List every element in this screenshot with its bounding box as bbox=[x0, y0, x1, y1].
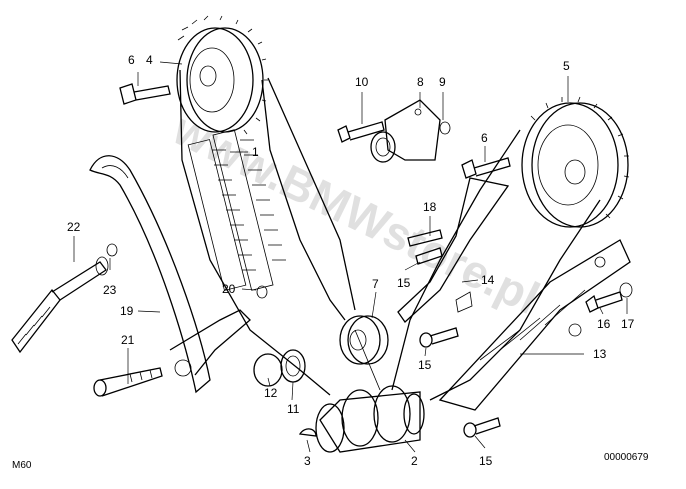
washer-20 bbox=[256, 285, 268, 299]
spacer-11 bbox=[280, 349, 306, 383]
bolt-10 bbox=[337, 121, 385, 143]
callout-label: 9 bbox=[439, 75, 446, 89]
callout-label: 15 bbox=[397, 276, 411, 290]
camshaft-sprocket-intake bbox=[176, 15, 268, 135]
image-number: 00000679 bbox=[604, 452, 649, 463]
bolt-16 bbox=[585, 291, 623, 313]
callout-label: 7 bbox=[372, 277, 379, 291]
bolt-6-right bbox=[461, 157, 511, 179]
callout-label: 19 bbox=[120, 304, 134, 318]
timing-chain-outline bbox=[179, 69, 601, 401]
callout-label: 3 bbox=[304, 454, 311, 468]
callout-label: 13 bbox=[593, 347, 607, 361]
bolt-21 bbox=[93, 367, 163, 397]
callout-label: 17 bbox=[621, 317, 635, 331]
washer-17 bbox=[619, 282, 633, 298]
woodruff-key-3 bbox=[298, 428, 317, 437]
callout-label: 20 bbox=[222, 282, 236, 296]
callout-label: 12 bbox=[264, 386, 278, 400]
washer-9 bbox=[439, 121, 451, 135]
callout-label: 18 bbox=[423, 200, 437, 214]
callout-label: 10 bbox=[355, 75, 369, 89]
camshaft-sprocket-exhaust bbox=[521, 96, 630, 228]
model-code: M60 bbox=[12, 460, 32, 471]
callout-label: 11 bbox=[287, 402, 300, 416]
callout-label: 21 bbox=[121, 333, 135, 347]
callout-label: 23 bbox=[103, 283, 117, 297]
callout-label: 1 bbox=[252, 145, 259, 159]
idler-sprocket-7 bbox=[339, 315, 389, 365]
o-ring-23 bbox=[106, 243, 118, 257]
guide-pin bbox=[11, 256, 109, 354]
guide-rail-14 bbox=[397, 177, 510, 323]
callout-label: 5 bbox=[563, 59, 570, 73]
callout-label: 2 bbox=[411, 454, 418, 468]
callout-label: 4 bbox=[146, 53, 153, 67]
leader-lines bbox=[73, 61, 628, 453]
callout-label: 15 bbox=[479, 454, 493, 468]
bolt-15-lower bbox=[463, 417, 501, 438]
callout-labels: 6 4 1 10 8 9 5 6 18 22 23 7 20 15 14 19 … bbox=[67, 53, 635, 468]
guide-rail-13 bbox=[438, 239, 631, 411]
tensioner-rail bbox=[89, 155, 251, 394]
callout-label: 6 bbox=[481, 131, 488, 145]
circlip-12 bbox=[253, 353, 283, 387]
callout-label: 14 bbox=[481, 273, 495, 287]
callout-label: 16 bbox=[597, 317, 611, 331]
stud-18 bbox=[407, 229, 443, 247]
callout-label: 8 bbox=[417, 75, 424, 89]
callout-label: 6 bbox=[128, 53, 135, 67]
bolt-6-left bbox=[119, 83, 171, 105]
bolt-15-upper bbox=[415, 247, 443, 265]
callout-label: 22 bbox=[67, 220, 81, 234]
bolt-15-mid bbox=[419, 327, 459, 348]
crankshaft-sprocket-2 bbox=[315, 385, 425, 453]
callout-label: 15 bbox=[418, 358, 432, 372]
